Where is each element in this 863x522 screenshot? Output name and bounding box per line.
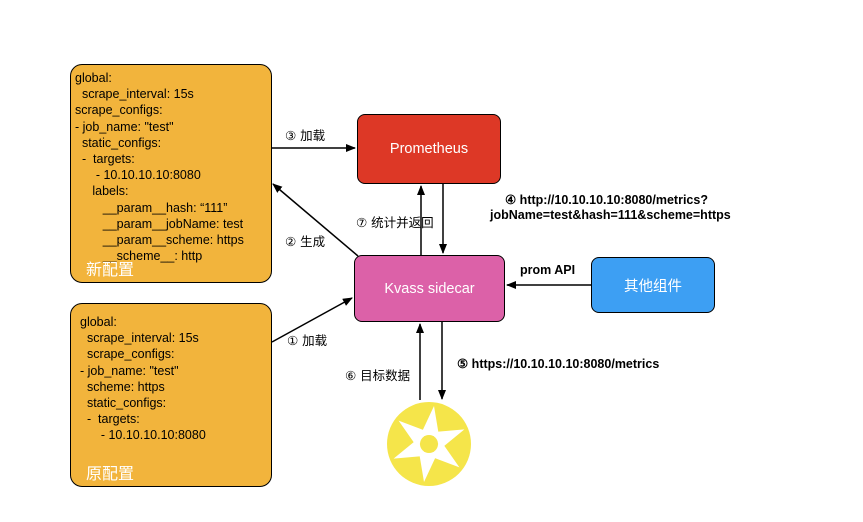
other-components-node: 其他组件 bbox=[591, 257, 715, 313]
new-config-label: 新配置 bbox=[86, 260, 135, 279]
prometheus-node: Prometheus bbox=[357, 114, 501, 184]
old-config-box: global: scrape_interval: 15s scrape_conf… bbox=[70, 303, 272, 487]
prometheus-label: Prometheus bbox=[389, 141, 469, 157]
new-config-yaml: global: scrape_interval: 15s scrape_conf… bbox=[75, 71, 244, 264]
label-prom-api: prom API bbox=[520, 263, 576, 277]
label-load-1: ① 加载 bbox=[287, 333, 328, 348]
other-components-label: 其他组件 bbox=[624, 278, 682, 295]
old-config-yaml: global: scrape_interval: 15s scrape_conf… bbox=[80, 315, 206, 443]
new-config-box: global: scrape_interval: 15s scrape_conf… bbox=[70, 64, 272, 283]
old-config-label: 原配置 bbox=[86, 464, 135, 483]
label-aggregate-7: ⑦ 统计并返回 bbox=[356, 215, 434, 230]
camera-shutter-icon bbox=[387, 402, 471, 486]
arrow-load-1 bbox=[271, 297, 353, 343]
label-metrics-query-4-line1: ④ http://10.10.10.10:8080/metrics? bbox=[505, 193, 708, 207]
label-metrics-query-4-line2: jobName=test&hash=111&scheme=https bbox=[490, 208, 731, 222]
kvass-sidecar-label: Kvass sidecar bbox=[384, 280, 475, 297]
arrow-generate-2 bbox=[272, 183, 359, 257]
label-https-5: ⑤ https://10.10.10.10:8080/metrics bbox=[457, 357, 660, 371]
label-load-3: ③ 加载 bbox=[285, 128, 326, 143]
kvass-sidecar-node: Kvass sidecar bbox=[354, 255, 505, 322]
label-target-data-6: ⑥ 目标数据 bbox=[345, 368, 411, 383]
label-generate-2: ② 生成 bbox=[285, 234, 326, 249]
